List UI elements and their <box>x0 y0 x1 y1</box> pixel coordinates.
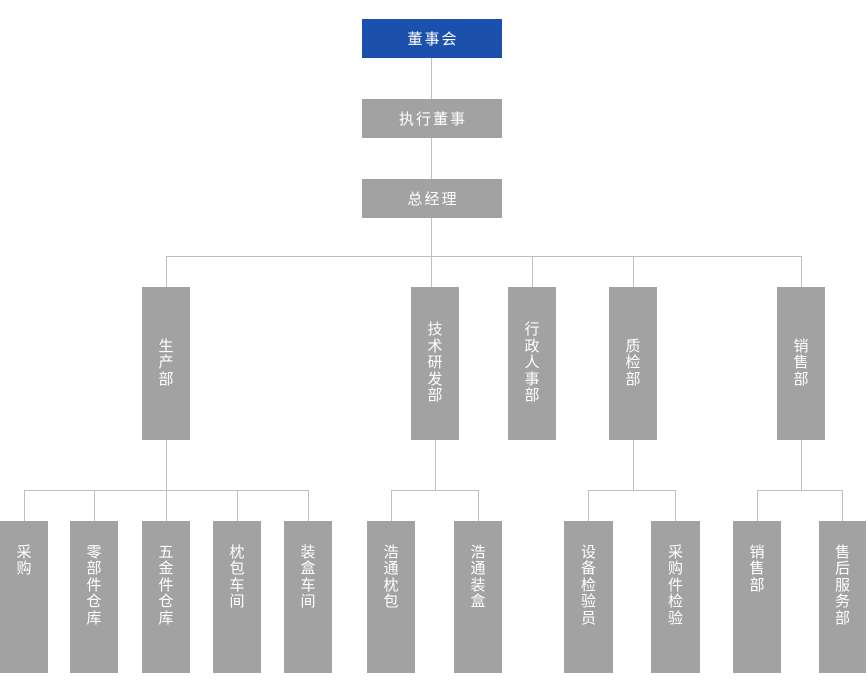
leaf-pillow-pack-workshop: 枕 包 车 间 <box>213 521 261 673</box>
node-label: 总经理 <box>407 191 459 208</box>
node-label: 五 金 件 仓 库 <box>158 544 174 627</box>
connector-line <box>757 490 758 521</box>
connector-line <box>166 256 167 287</box>
node-label: 销 售 部 <box>793 337 809 388</box>
connector-line <box>842 490 843 521</box>
connector-line <box>391 490 479 491</box>
node-label: 董事会 <box>407 31 459 48</box>
node-dept-quality: 质 检 部 <box>609 287 657 440</box>
node-label: 采 购 件 检 验 <box>667 544 683 627</box>
leaf-equipment-inspector: 设 备 检 验 员 <box>564 521 613 673</box>
connector-line <box>166 256 802 257</box>
node-label: 售 后 服 务 部 <box>834 544 850 627</box>
node-executive-director: 执行董事 <box>362 99 502 138</box>
leaf-purchasing: 采 购 <box>0 521 48 673</box>
node-label: 装 盒 车 间 <box>300 544 316 611</box>
leaf-haotong-pillow-pack: 浩 通 枕 包 <box>367 521 415 673</box>
connector-line <box>478 490 479 521</box>
connector-line <box>308 490 309 521</box>
node-label: 零 部 件 仓 库 <box>86 544 102 627</box>
connector-line <box>801 256 802 287</box>
connector-line <box>24 490 25 521</box>
node-label: 采 购 <box>16 544 32 578</box>
node-label: 浩 通 枕 包 <box>383 544 399 611</box>
node-general-manager: 总经理 <box>362 179 502 218</box>
leaf-boxing-workshop: 装 盒 车 间 <box>284 521 332 673</box>
leaf-sales-dept: 销 售 部 <box>733 521 781 673</box>
node-label: 销 售 部 <box>749 544 765 594</box>
connector-line <box>431 58 432 99</box>
node-label: 执行董事 <box>398 111 467 128</box>
node-label: 设 备 检 验 员 <box>580 544 596 627</box>
node-board-of-directors: 董事会 <box>362 19 502 58</box>
node-dept-tech-rd: 技 术 研 发 部 <box>411 287 459 440</box>
connector-line <box>588 490 589 521</box>
node-label: 浩 通 装 盒 <box>470 544 486 611</box>
node-label: 质 检 部 <box>625 337 641 388</box>
connector-line <box>675 490 676 521</box>
connector-line <box>24 490 309 491</box>
leaf-haotong-boxing: 浩 通 装 盒 <box>454 521 502 673</box>
node-label: 生 产 部 <box>158 337 174 388</box>
connector-line <box>532 256 533 287</box>
node-label: 行 政 人 事 部 <box>524 321 540 405</box>
connector-line <box>588 490 676 491</box>
connector-line <box>633 440 634 490</box>
connector-line <box>431 218 432 287</box>
connector-line <box>237 490 238 521</box>
connector-line <box>166 440 167 521</box>
leaf-purchased-parts-inspection: 采 购 件 检 验 <box>651 521 700 673</box>
node-dept-production: 生 产 部 <box>142 287 190 440</box>
node-dept-admin-hr: 行 政 人 事 部 <box>508 287 556 440</box>
connector-line <box>757 490 843 491</box>
leaf-parts-warehouse: 零 部 件 仓 库 <box>70 521 118 673</box>
connector-line <box>391 490 392 521</box>
node-label: 枕 包 车 间 <box>229 544 245 611</box>
node-dept-sales: 销 售 部 <box>777 287 825 440</box>
leaf-after-sales-service: 售 后 服 务 部 <box>819 521 866 673</box>
leaf-hardware-warehouse: 五 金 件 仓 库 <box>142 521 190 673</box>
connector-line <box>633 256 634 287</box>
node-label: 技 术 研 发 部 <box>427 321 443 405</box>
connector-line <box>431 138 432 179</box>
connector-line <box>94 490 95 521</box>
connector-line <box>435 440 436 490</box>
connector-line <box>801 440 802 490</box>
